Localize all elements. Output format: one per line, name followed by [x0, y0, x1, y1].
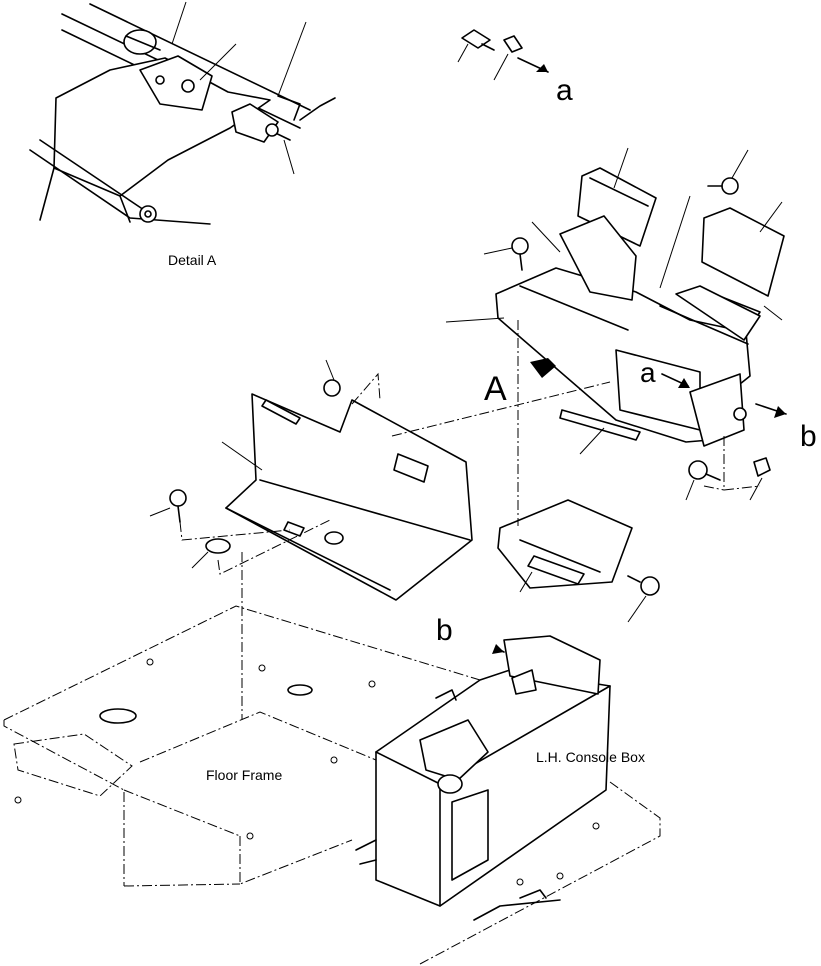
detail-a-drawing [29, 1, 336, 225]
ref-b-right: b [800, 420, 817, 453]
console-box [355, 635, 611, 921]
bolt-and-nut-group [457, 29, 549, 81]
lower-bracket [497, 499, 660, 623]
cover-panel [149, 359, 473, 601]
ref-b-lower: b [436, 614, 453, 647]
ref-a-top: a [556, 74, 573, 107]
floor-frame [3, 605, 661, 965]
ref-a-mid: a [640, 357, 656, 388]
assembly-lines [179, 320, 761, 720]
floor-frame-label: Floor Frame [206, 767, 282, 783]
detail-a-label: Detail A [168, 252, 217, 268]
console-box-label: L.H. Console Box [536, 749, 645, 765]
view-a-label: A [484, 370, 507, 408]
console-top-assembly [445, 147, 787, 501]
